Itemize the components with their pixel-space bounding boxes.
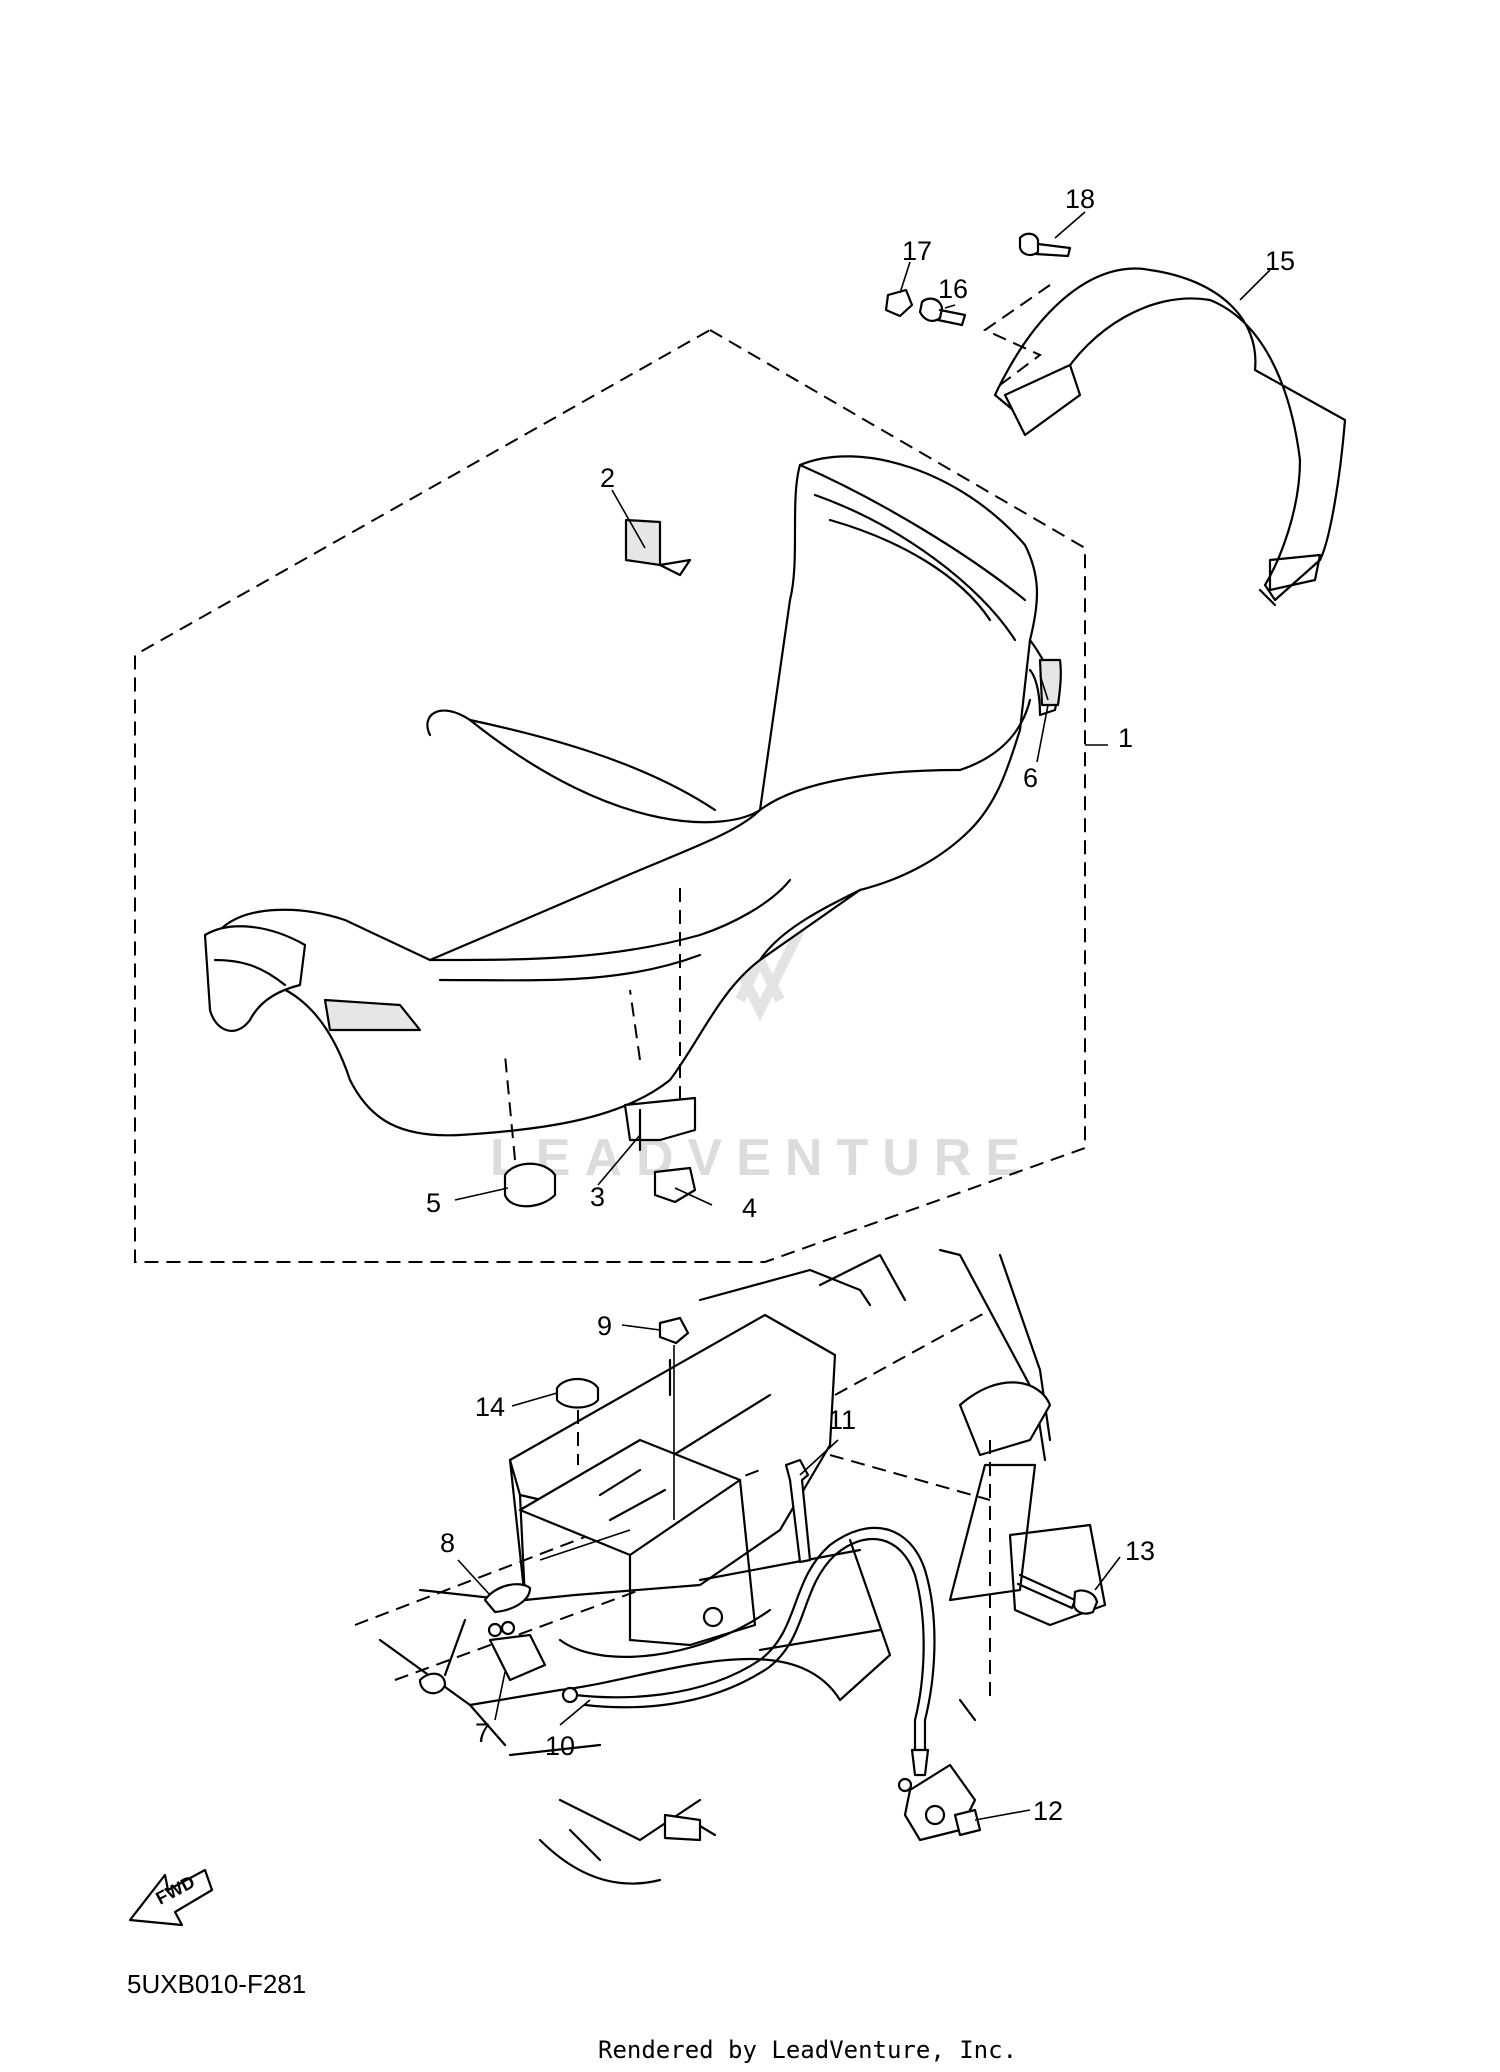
part-4-grommet bbox=[653, 1166, 697, 1204]
callout-4: 4 bbox=[742, 1193, 757, 1223]
rear-frame bbox=[354, 1248, 1107, 1885]
fwd-arrow-icon: FWD bbox=[128, 1868, 214, 1927]
callout-6: 6 bbox=[1023, 763, 1038, 793]
callout-18: 18 bbox=[1065, 184, 1095, 214]
callout-17: 17 bbox=[902, 236, 932, 266]
callout-11: 11 bbox=[828, 1405, 856, 1435]
rendered-by-footer: Rendered by LeadVenture, Inc. bbox=[598, 2036, 1017, 2064]
callout-9: 9 bbox=[597, 1311, 612, 1341]
part-12-seat-lock bbox=[897, 1763, 982, 1842]
callout-7: 7 bbox=[475, 1718, 490, 1748]
callout-14: 14 bbox=[475, 1392, 505, 1422]
part-15-grab-bar bbox=[993, 267, 1347, 607]
callout-16: 16 bbox=[938, 274, 968, 304]
part-13-bolt bbox=[1016, 1573, 1099, 1615]
callout-15: 15 bbox=[1265, 246, 1295, 276]
part-10-seat-lock-cable bbox=[561, 1526, 936, 1777]
leader-lines bbox=[454, 211, 1271, 1821]
part-8-plate bbox=[483, 1583, 532, 1614]
part-9-nut bbox=[658, 1316, 690, 1520]
callout-2: 2 bbox=[600, 463, 615, 493]
grab-bar-mount-dash bbox=[982, 284, 1051, 386]
part-3-bracket bbox=[623, 880, 697, 1152]
part-18-bolt bbox=[1018, 232, 1072, 258]
part-5-damper bbox=[503, 989, 641, 1208]
callout-5: 5 bbox=[426, 1188, 441, 1218]
seat-assembly-boundary bbox=[134, 328, 1086, 1263]
leadventure-watermark: LEADVENTURE bbox=[490, 917, 1034, 1187]
callout-1: 1 bbox=[1118, 723, 1133, 753]
part-6-clip bbox=[1039, 674, 1049, 701]
callout-12: 12 bbox=[1033, 1796, 1063, 1826]
part-14-grommet bbox=[555, 1377, 600, 1465]
part-code: 5UXB010-F281 bbox=[127, 1969, 306, 1999]
watermark-text: LEADVENTURE bbox=[490, 1129, 1034, 1187]
callouts: 1 2 3 4 5 6 7 8 9 10 11 12 13 14 15 16 1… bbox=[426, 184, 1295, 1826]
part-11-cable-tie bbox=[784, 1458, 812, 1564]
callout-8: 8 bbox=[440, 1528, 455, 1558]
callout-13: 13 bbox=[1125, 1536, 1155, 1566]
callout-3: 3 bbox=[590, 1182, 605, 1212]
part-7-hook bbox=[418, 1618, 547, 1695]
seat-bracket-plate bbox=[518, 1438, 757, 1647]
seat bbox=[203, 455, 1062, 1137]
part-17-nut bbox=[884, 288, 914, 318]
part-16-bolt bbox=[918, 297, 967, 327]
callout-10: 10 bbox=[545, 1731, 575, 1761]
